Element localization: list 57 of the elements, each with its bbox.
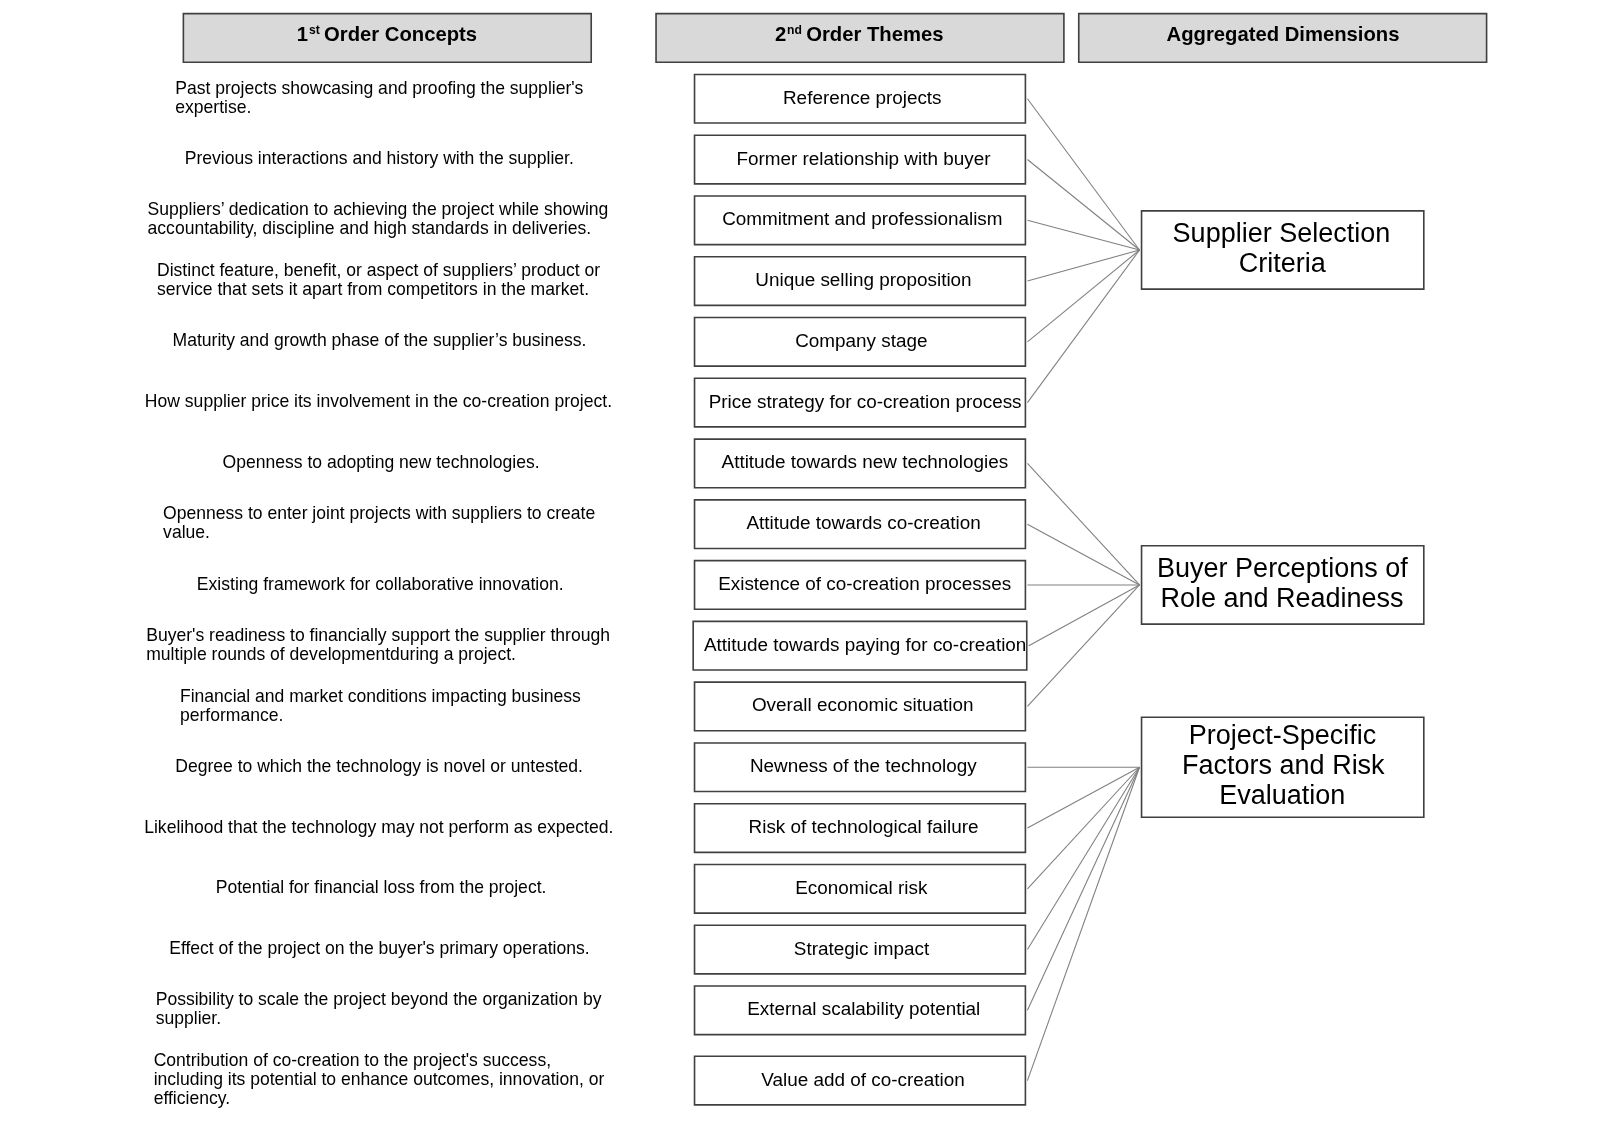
connector [1026, 249, 1140, 282]
node-box: Company stage [693, 316, 1026, 367]
connector [1026, 249, 1140, 343]
connector [1026, 584, 1140, 586]
label: Buyer's readiness to financially support the supplier through multiple rounds of developmentduring a project. [145, 624, 610, 664]
connector [1026, 219, 1140, 251]
label: Potential for financial loss from the project. [215, 877, 546, 898]
node-box: Reference projects [693, 73, 1026, 124]
node-box: Strategic impact [693, 924, 1026, 975]
connector [1026, 766, 1140, 951]
connector [1026, 766, 1140, 1082]
label: Openness to adopting new technologies. [222, 451, 540, 472]
label: How supplier price its involvement in the co-creation project. [144, 391, 612, 412]
connector [1026, 766, 1140, 1011]
node-box: Buyer Perceptions of Role and Readiness [1140, 544, 1425, 625]
node-box: Attitude towards new technologies [693, 438, 1026, 489]
connector [1027, 584, 1140, 647]
node-box: Price strategy for co-creation process [693, 377, 1026, 428]
label: Possibility to scale the project beyond the organization by supplier. [155, 989, 601, 1029]
label: Likelihood that the technology may not perform as expected. [143, 816, 613, 837]
node-box: Newness of the technology [693, 742, 1026, 793]
node-box: Project-Specific Factors and Risk Evaluation [1140, 716, 1425, 819]
connector [1026, 98, 1140, 251]
node-box: Commitment and professionalism [693, 195, 1026, 246]
node-box: Risk of technological failure [693, 802, 1026, 854]
label: Previous interactions and history with the supplier. [184, 148, 574, 169]
label: Openness to enter joint projects with suppliers to create value. [162, 503, 595, 543]
connector [1026, 462, 1140, 586]
label: Effect of the project on the buyer's primary operations. [168, 938, 590, 959]
node-box: Value add of co-creation [693, 1055, 1026, 1106]
connector [1026, 766, 1140, 768]
node-box: Existence of co-creation processes [693, 559, 1026, 611]
connector [1026, 766, 1140, 829]
connector [1026, 159, 1140, 251]
label: Financial and market conditions impacting business performance. [179, 685, 581, 725]
label: Maturity and growth phase of the supplier’s business. [172, 330, 586, 351]
node-box: Former relationship with buyer [693, 134, 1026, 185]
node-box: Aggregated Dimensions [1077, 12, 1487, 64]
node-box: Economical risk [693, 863, 1026, 914]
node-box: 1$^{st}$ Order Concepts [182, 12, 592, 64]
connector [1026, 584, 1140, 707]
node-box: External scalability potential [693, 985, 1026, 1036]
label: Past projects showcasing and proofing the supplier's expertise. [174, 77, 583, 117]
label: Suppliers’ dedication to achieving the project while showing accountability, discipline and high standards in deliveries. [147, 199, 608, 239]
node-box: Attitude towards co-creation [693, 499, 1026, 550]
label: Distinct feature, benefit, or aspect of suppliers’ product or service that sets it apart from competitors in the market. [156, 260, 600, 300]
node-box: Supplier Selection Criteria [1140, 210, 1425, 290]
node-box: 2$^{nd}$ Order Themes [654, 12, 1065, 64]
connector [1026, 523, 1140, 586]
node-box: Overall economic situation [693, 681, 1026, 732]
node-box: Unique selling proposition [693, 255, 1026, 307]
node-box: Attitude towards paying for co-creation [691, 620, 1028, 671]
label: Existing framework for collaborative innovation. [196, 573, 564, 594]
connector [1026, 249, 1140, 404]
connector [1026, 766, 1140, 890]
label: Degree to which the technology is novel or untested. [174, 755, 583, 776]
label: Contribution of co-creation to the project's success, including its potential to enhance outcomes, innovation, or efficiency. [153, 1050, 604, 1109]
